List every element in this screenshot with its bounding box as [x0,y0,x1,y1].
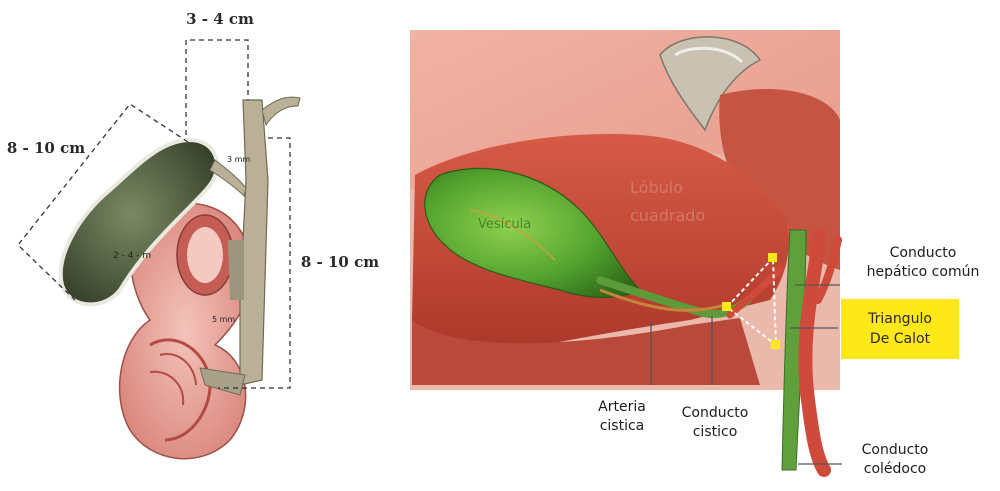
dim-label-length: 8 - 10 cm [7,139,85,157]
label-arteria-cistica-line2: cistica [582,417,662,436]
label-conducto-coledoco-line2: colédoco [840,460,950,479]
label-conducto-hepatico: Conducto hepático común [848,244,998,282]
label-conducto-cistico-line1: Conducto [670,404,760,423]
common-bile-duct-left [240,100,268,385]
label-triangulo-calot-line1: Triangulo [868,309,932,329]
inner-label-c: 5 mm [212,315,235,324]
label-conducto-hepatico-line2: hepático común [848,263,998,282]
label-triangulo-calot-line2: De Calot [870,329,930,349]
label-conducto-cistico-line2: cistico [670,423,760,442]
organ-label-liver-2: cuadrado [630,206,705,225]
inner-label-a: 2 - 4 - m [113,251,151,261]
label-conducto-hepatico-line1: Conducto [848,244,998,263]
dim-label-duct: 8 - 10 cm [301,253,379,271]
label-conducto-coledoco-line1: Conducto [840,441,950,460]
organ-label-gallbladder: Vesícula [478,217,531,232]
label-triangulo-calot: Triangulo De Calot [841,299,959,359]
label-conducto-coledoco: Conducto colédoco [840,441,950,479]
label-arteria-cistica-line1: Arteria [582,398,662,417]
label-conducto-cistico: Conducto cistico [670,404,760,442]
organ-label-liver-1: Lóbulo [630,178,683,197]
left-anatomy-figure: 3 - 4 cm 8 - 10 cm 8 - 10 cm 2 - 4 - m 3… [7,10,379,459]
label-arteria-cistica: Arteria cistica [582,398,662,436]
inner-label-b: 3 mm [227,155,250,164]
dim-label-width: 3 - 4 cm [186,10,254,28]
